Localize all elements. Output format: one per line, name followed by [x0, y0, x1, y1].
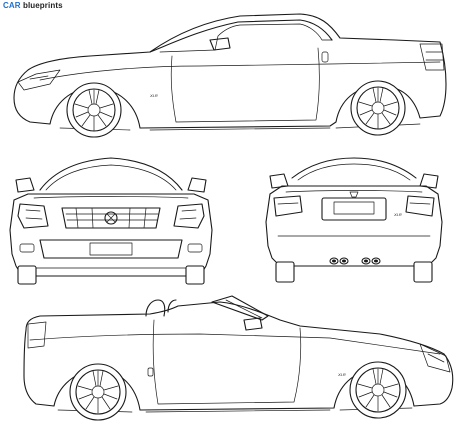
front-view — [9, 157, 213, 285]
side-convertible-badge: XLR — [337, 372, 346, 377]
watermark-rest: blueprints — [20, 1, 63, 10]
site-watermark: CAR blueprints — [3, 1, 63, 11]
side-view-hardtop: XLR — [13, 13, 447, 138]
side-hardtop-badge: XLR — [149, 93, 158, 98]
rear-view: XLR — [265, 157, 443, 283]
side-view-convertible: XLR — [23, 295, 454, 421]
rear-badge: XLR — [393, 212, 402, 217]
watermark-brand: CAR — [3, 1, 21, 10]
